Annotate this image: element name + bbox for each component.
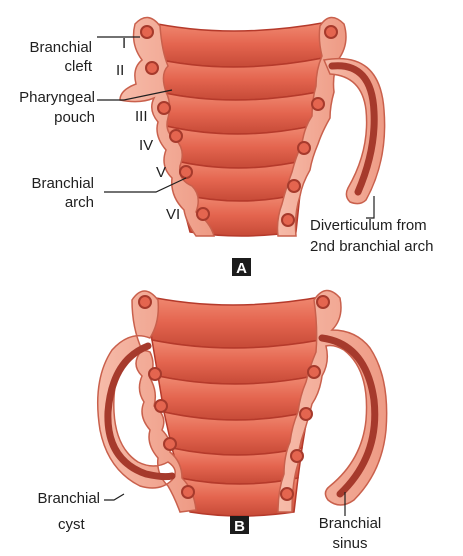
numeral-1: I [122,35,126,52]
label-branchial-cyst-1: Branchial [37,490,100,507]
label-branchial-arch-1: Branchial [31,175,94,192]
panel-b-marker: B [230,516,249,535]
panel-b: Branchial cyst Branchial sinus B [37,290,386,551]
panel-a-marker: A [232,258,251,277]
label-branchial-sinus-1: Branchial [319,515,382,532]
numeral-6: VI [166,206,180,223]
label-branchial-cleft-1: Branchial [29,39,92,56]
label-pharyngeal-pouch-2: pouch [54,109,95,126]
label-branchial-arch-2: arch [65,194,94,211]
numeral-5: V [156,164,166,181]
numeral-2: II [116,62,124,79]
label-branchial-cleft-2: cleft [64,58,92,75]
panel-a-marker-letter: A [236,260,247,277]
label-branchial-cyst-2: cyst [58,516,86,533]
label-diverticulum-1: Diverticulum from [310,217,427,234]
numeral-3: III [135,108,148,125]
panel-b-marker-letter: B [234,518,245,535]
numeral-4: IV [139,137,153,154]
panel-a: Branchial cleft Pharyngeal pouch Branchi… [19,17,433,277]
label-branchial-sinus-2: sinus [332,535,367,551]
label-pharyngeal-pouch-1: Pharyngeal [19,89,95,106]
label-diverticulum-2: 2nd branchial arch [310,238,433,255]
panel-a-pharyngeal-arches [148,22,328,236]
